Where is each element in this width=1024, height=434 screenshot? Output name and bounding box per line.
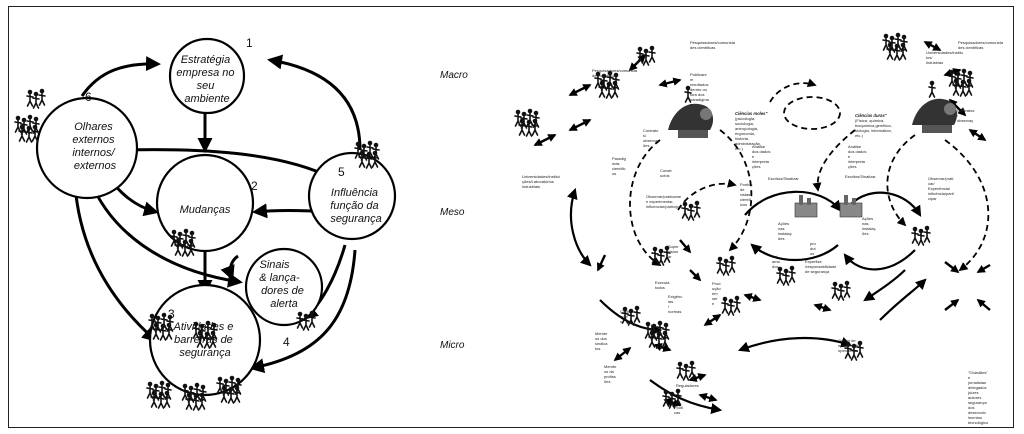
label-hard-sciences-desc: (Física, química,bioquímica,genética,bio… bbox=[855, 118, 892, 138]
level-label-macro: Macro bbox=[440, 70, 468, 81]
node-number-3: 3 bbox=[168, 307, 175, 321]
label-soft-sciences-desc: (psicologia,sociologia,antropologia,ergo… bbox=[735, 116, 761, 151]
label-writings-2: Escritos/Sinalizar bbox=[845, 174, 876, 179]
left-diagram: Estratégia empresa no seu ambiente Mudan… bbox=[15, 36, 397, 410]
dashed-cycles bbox=[629, 78, 990, 272]
node-number-4: 4 bbox=[283, 335, 290, 349]
lab-icon-left bbox=[668, 84, 714, 138]
double-arrows bbox=[533, 40, 991, 407]
label-contracts-2: Contratos/observaç bbox=[957, 108, 974, 123]
node-changes bbox=[155, 153, 255, 253]
node-number-6: 6 bbox=[85, 90, 92, 104]
node-signals-alerts bbox=[244, 247, 324, 327]
level-label-micro: Micro bbox=[440, 340, 465, 351]
node-1-text: Estratégia empresa no seu ambiente bbox=[176, 54, 237, 105]
node-safety-function bbox=[307, 151, 397, 241]
node-strategy bbox=[168, 37, 246, 115]
node-2-text: Mudanças bbox=[180, 204, 231, 216]
factory-icon-2 bbox=[839, 195, 863, 218]
node-external-views bbox=[35, 96, 139, 200]
label-soft-sciences: Ciências moles" bbox=[735, 111, 768, 116]
node-number-1: 1 bbox=[246, 36, 253, 50]
level-label-meso: Meso bbox=[440, 207, 465, 218]
solid-cycles bbox=[567, 187, 927, 414]
node-number-5: 5 bbox=[338, 165, 345, 179]
node-6-text: Olhares externos internos/ externos bbox=[72, 121, 117, 172]
node-number-2: 2 bbox=[251, 179, 258, 193]
label-hard-sciences: Ciências duras" bbox=[855, 113, 888, 118]
node-4-text: Sinais & lança- dores de alerta bbox=[259, 259, 307, 310]
lab-icon-right bbox=[912, 79, 958, 133]
label-regulators: Reguladores bbox=[676, 383, 699, 388]
node-5-text: Influência função da segurança bbox=[330, 187, 381, 225]
node-3-text: Atividades e barreiras de segurança bbox=[173, 321, 237, 359]
figure-frame bbox=[8, 6, 1014, 428]
factory-icon-1 bbox=[794, 195, 818, 218]
label-writings-1: Escritos/Sinalizar bbox=[768, 176, 799, 181]
